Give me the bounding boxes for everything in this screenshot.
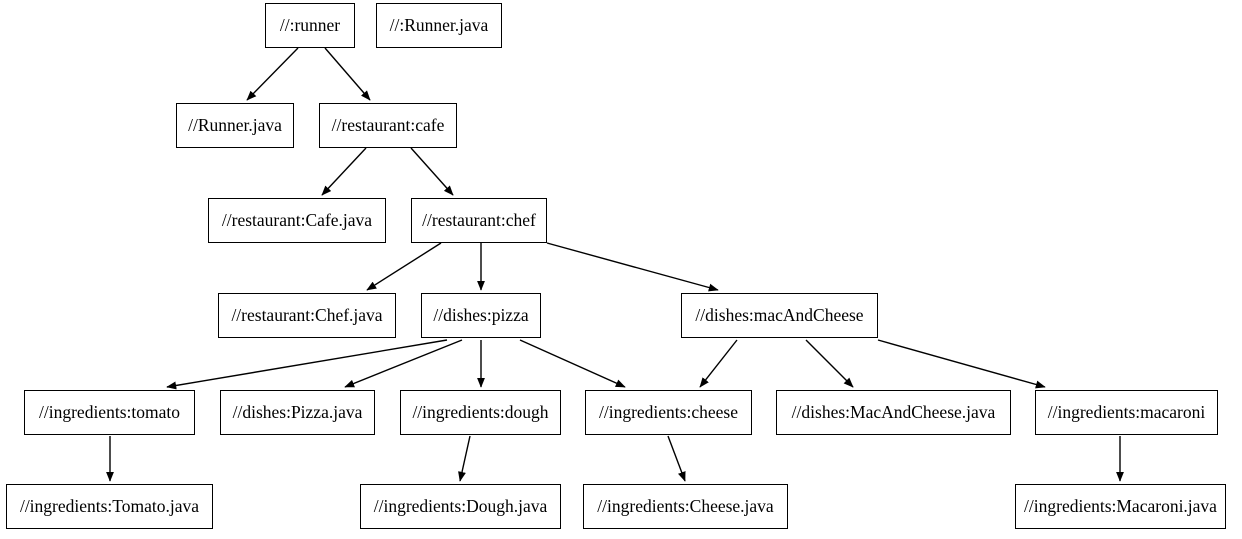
graph-edge-dishes_macandcheese-to-dishes_mac_java [805, 339, 854, 388]
graph-node-dough_java[interactable]: //ingredients:Dough.java [360, 484, 561, 529]
graph-edge-restaurant_chef-to-restaurant_chef_java [366, 242, 442, 291]
graph-node-macaroni_java[interactable]: //ingredients:Macaroni.java [1015, 484, 1226, 529]
graph-edge-dishes_macandcheese-to-ingredients_cheese [699, 339, 738, 388]
graph-node-ingredients_tomato[interactable]: //ingredients:tomato [24, 390, 195, 435]
graph-node-label: //restaurant:cafe [331, 114, 445, 135]
graph-node-dishes_macandcheese[interactable]: //dishes:macAndCheese [681, 293, 878, 338]
graph-node-label: //ingredients:Tomato.java [19, 495, 200, 516]
graph-node-label: //dishes:pizza [433, 304, 529, 325]
graph-node-label: //ingredients:macaroni [1047, 401, 1206, 422]
graph-node-ingredients_macaroni[interactable]: //ingredients:macaroni [1035, 390, 1218, 435]
graph-node-label: //Runner.java [188, 114, 282, 135]
graph-edge-dishes_pizza-to-dishes_pizza_java [344, 339, 463, 388]
graph-edge-dishes_pizza-to-ingredients_cheese [519, 339, 626, 388]
graph-node-tomato_java[interactable]: //ingredients:Tomato.java [6, 484, 213, 529]
graph-node-label: //dishes:Pizza.java [232, 401, 363, 422]
graph-node-restaurant_chef[interactable]: //restaurant:chef [411, 198, 547, 243]
graph-edge-dishes_macandcheese-to-ingredients_macaroni [877, 339, 1046, 389]
graph-node-label: //:runner [279, 14, 341, 35]
graph-edge-ingredients_cheese-to-cheese_java [667, 435, 686, 482]
graph-node-label: //dishes:MacAndCheese.java [791, 401, 996, 422]
graph-edge-restaurant_cafe-to-restaurant_cafe_java [321, 147, 367, 196]
graph-node-ingredients_dough[interactable]: //ingredients:dough [400, 390, 561, 435]
graph-node-root_runner_java[interactable]: //:Runner.java [376, 3, 502, 48]
graph-node-label: //ingredients:Dough.java [373, 495, 548, 516]
graph-node-label: //:Runner.java [389, 14, 489, 35]
graph-edge-dishes_pizza-to-ingredients_tomato [166, 339, 448, 390]
graph-node-label: //ingredients:cheese [599, 401, 738, 422]
graph-node-label: //dishes:macAndCheese [695, 304, 864, 325]
graph-edge-runner-to-runner_java [246, 47, 299, 101]
graph-node-label: //ingredients:dough [412, 401, 549, 422]
graph-node-label: //restaurant:Cafe.java [221, 209, 373, 230]
graph-node-runner_java[interactable]: //Runner.java [176, 103, 294, 148]
graph-node-ingredients_cheese[interactable]: //ingredients:cheese [585, 390, 752, 435]
graph-node-runner[interactable]: //:runner [265, 3, 355, 48]
graph-edge-restaurant_chef-to-dishes_macandcheese [546, 242, 719, 292]
graph-node-label: //restaurant:chef [422, 209, 536, 230]
graph-node-label: //ingredients:tomato [39, 401, 180, 422]
graph-node-label: //ingredients:Cheese.java [597, 495, 774, 516]
graph-edge-restaurant_cafe-to-restaurant_chef [410, 147, 454, 196]
graph-node-dishes_mac_java[interactable]: //dishes:MacAndCheese.java [776, 390, 1011, 435]
graph-node-dishes_pizza[interactable]: //dishes:pizza [421, 293, 541, 338]
graph-node-dishes_pizza_java[interactable]: //dishes:Pizza.java [220, 390, 375, 435]
graph-node-cheese_java[interactable]: //ingredients:Cheese.java [583, 484, 788, 529]
graph-edge-ingredients_dough-to-dough_java [458, 435, 471, 482]
graph-node-label: //ingredients:Macaroni.java [1024, 495, 1217, 516]
graph-edge-runner-to-restaurant_cafe [324, 47, 371, 101]
graph-node-restaurant_chef_java[interactable]: //restaurant:Chef.java [218, 293, 396, 338]
graph-node-restaurant_cafe_java[interactable]: //restaurant:Cafe.java [208, 198, 386, 243]
graph-node-label: //restaurant:Chef.java [231, 304, 383, 325]
graph-node-restaurant_cafe[interactable]: //restaurant:cafe [319, 103, 457, 148]
